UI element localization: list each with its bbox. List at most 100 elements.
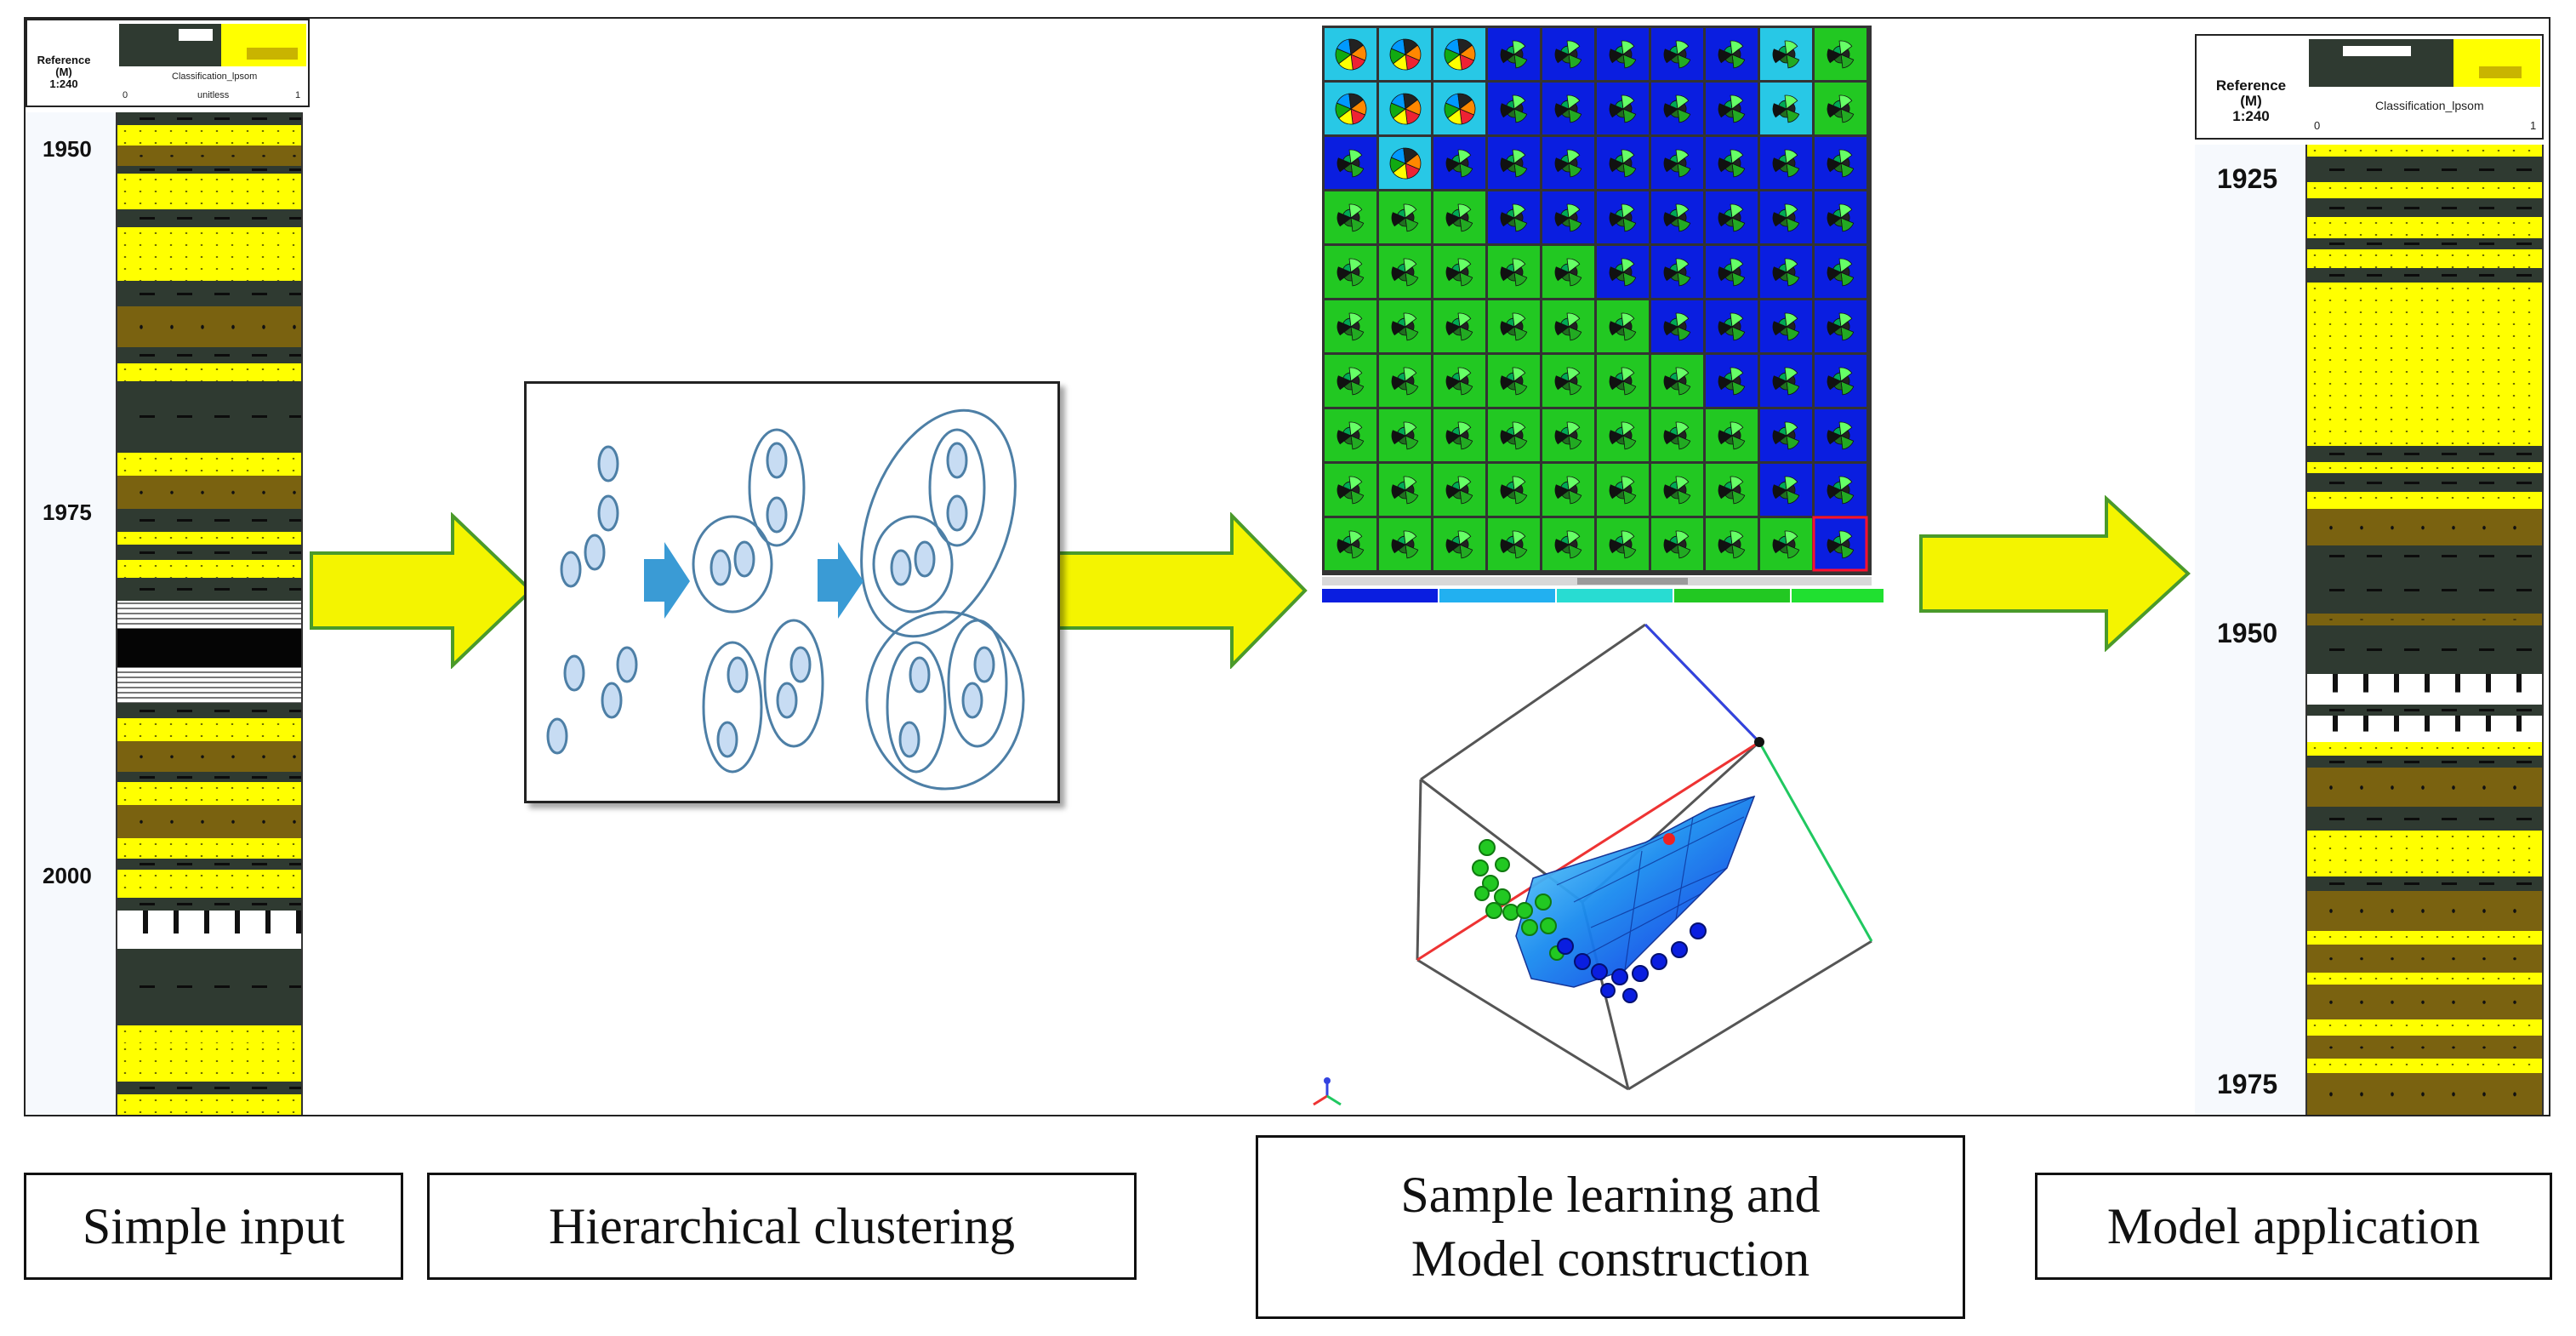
som-cell xyxy=(1651,246,1703,298)
lithology-layer xyxy=(2307,567,2542,614)
lithology-layer xyxy=(2307,944,2542,973)
som-cell xyxy=(1325,191,1376,243)
som-cell xyxy=(1597,300,1649,352)
lithology-layer xyxy=(117,166,301,174)
som-cell xyxy=(1325,355,1376,407)
som-cell xyxy=(1433,355,1485,407)
lithology-layer xyxy=(117,452,301,477)
scale-min: 0 xyxy=(2314,119,2321,132)
lithology-layer xyxy=(117,227,301,282)
caption-text-line2: Model construction xyxy=(1411,1230,1810,1287)
lithology-layer xyxy=(2307,1019,2542,1036)
lithology-layer xyxy=(117,910,301,950)
cluster-outline xyxy=(872,515,954,614)
som-cell xyxy=(1760,28,1812,80)
lithology-layer xyxy=(2307,807,2542,831)
lithology-layer xyxy=(117,629,301,668)
som-cell xyxy=(1325,518,1376,570)
som-cell xyxy=(1706,28,1758,80)
lithology-layer xyxy=(117,112,301,126)
som-cell xyxy=(1433,464,1485,516)
track-title: Classification_lpsom xyxy=(2375,99,2484,112)
depth-label-1950: 1950 xyxy=(43,136,92,162)
cluster-outline xyxy=(748,428,806,547)
data-point xyxy=(716,721,738,758)
lithology-layer xyxy=(2307,198,2542,218)
lithology-layer xyxy=(117,125,301,146)
lithology-layer xyxy=(2307,890,2542,931)
data-point xyxy=(597,445,619,482)
som-cell xyxy=(1488,409,1540,461)
som-cell xyxy=(1379,518,1431,570)
caption-text: Model application xyxy=(2106,1197,2481,1254)
som-cell xyxy=(1379,137,1431,189)
lithology-layer xyxy=(117,559,301,579)
lithology-layer xyxy=(2307,216,2542,239)
som-cell xyxy=(1760,300,1812,352)
som-cell xyxy=(1379,246,1431,298)
som-cell xyxy=(1651,137,1703,189)
data-point xyxy=(597,494,619,532)
lithology-layer xyxy=(117,859,301,870)
lithology-layer xyxy=(117,1093,301,1115)
clustering-illustration xyxy=(546,408,1025,791)
cluster-outline xyxy=(702,641,763,774)
som-cell xyxy=(1325,28,1376,80)
som-cell xyxy=(1433,28,1485,80)
legend-swatch xyxy=(1792,589,1884,602)
y-axis-line xyxy=(1644,623,1761,744)
som-cell xyxy=(1760,409,1812,461)
lithology-layer xyxy=(2307,674,2542,705)
data-point xyxy=(776,682,798,719)
cluster-outline xyxy=(860,408,1017,638)
lithology-layer xyxy=(117,577,301,602)
som-cell xyxy=(1706,518,1758,570)
caption-sample-learning: Sample learning and Model construction xyxy=(1256,1135,1965,1319)
som-cell xyxy=(1542,246,1594,298)
som-cell xyxy=(1325,464,1376,516)
lithology-layer xyxy=(2307,767,2542,808)
lithology-layer xyxy=(117,174,301,210)
lithology-layer xyxy=(2307,1035,2542,1059)
som-cell xyxy=(1651,28,1703,80)
lithology-layer xyxy=(2307,545,2542,568)
som-cell xyxy=(1542,355,1594,407)
som-cell xyxy=(1651,191,1703,243)
scale-min: 0 xyxy=(123,90,128,100)
som-cell xyxy=(1815,83,1866,134)
cluster-outline xyxy=(886,641,947,774)
lithology-layer xyxy=(117,667,301,704)
cluster-outline xyxy=(865,610,1025,791)
legend-swatch xyxy=(1322,589,1438,602)
depth-label-1975: 1975 xyxy=(43,500,92,525)
som-cell xyxy=(1597,409,1649,461)
data-point xyxy=(898,721,920,758)
som-cell xyxy=(1542,300,1594,352)
data-point xyxy=(973,646,995,683)
header-legend-swatches xyxy=(119,24,306,66)
som-cell xyxy=(1325,83,1376,134)
lithology-layer xyxy=(2307,613,2542,625)
scrollbar-thumb[interactable] xyxy=(1577,578,1688,585)
data-point xyxy=(909,656,931,694)
lithology-layer xyxy=(2307,741,2542,756)
track-unit: unitless xyxy=(197,90,230,100)
lithology-layer xyxy=(117,1042,301,1082)
som-cell xyxy=(1488,300,1540,352)
caption-text-line1: Sample learning and xyxy=(1400,1167,1821,1223)
classification-track xyxy=(2305,145,2544,1115)
som-cell xyxy=(1597,464,1649,516)
input-log-panel: Reference (M) 1:240 Classification_lpsom… xyxy=(26,19,315,1115)
data-point xyxy=(560,551,582,588)
som-cell xyxy=(1488,355,1540,407)
data-point xyxy=(601,682,623,719)
som-cell xyxy=(1815,246,1866,298)
lithology-layer xyxy=(117,209,301,228)
som-cell xyxy=(1379,409,1431,461)
som-cell xyxy=(1651,409,1703,461)
som-cell xyxy=(1815,409,1866,461)
som-cell xyxy=(1433,300,1485,352)
som-cell xyxy=(1542,464,1594,516)
som-cell xyxy=(1706,83,1758,134)
legend-swatch xyxy=(1557,589,1673,602)
